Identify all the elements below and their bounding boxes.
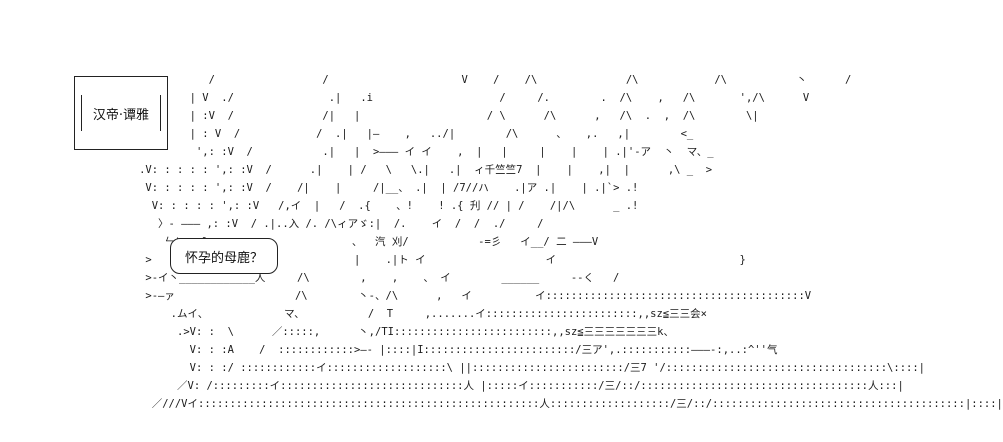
ascii-art-line: 〉- ——— ,: :V / .|..入 /. /\ィアゞ:| /. イ / /…	[0, 218, 544, 230]
ascii-art-line: | V ./ .| .i / /. . /\ , /\ ',/\ V	[0, 92, 810, 104]
ascii-art-line: > | | .|ト イ イ }	[0, 254, 746, 266]
ascii-art-line: V: : : : : ',: :V / /| | /|__、 .| | /7//…	[0, 182, 639, 194]
ascii-art-line: .>V: : \ ／:::::, 丶,/TI::::::::::::::::::…	[0, 326, 674, 338]
ascii-art-line: V: : : : : ',: :V /,イ | / .{ 、! ! .{ 刋 /…	[0, 200, 639, 212]
ascii-art-line: >-—ァ /\ 丶-、/\ , イ イ:::::::::::::::::::::…	[0, 290, 812, 302]
ascii-art-line: | : V / / .| |— , ../| /\ 、 ,. ,| <_	[0, 128, 694, 140]
ascii-art-line: .ムイ、 マ、 / T ,.......イ:::::::::::::::::::…	[0, 308, 707, 320]
speech-bubble: 怀孕的母鹿？	[170, 238, 278, 274]
name-box-right-bar	[160, 95, 161, 131]
ascii-art-line: / / V / /\ /\ /\ 丶 /	[0, 74, 852, 86]
name-box: 汉帝·谭雅	[74, 76, 168, 150]
ascii-art-canvas: / / V / /\ /\ /\ 丶 / | V ./ .| .i / /. .	[0, 75, 1003, 409]
ascii-art-line: ／V: /:::::::::イ:::::::::::::::::::::::::…	[0, 380, 904, 392]
name-box-label: 汉帝·谭雅	[92, 107, 150, 123]
speech-bubble-text: 怀孕的母鹿？	[184, 250, 263, 266]
ascii-art-line: V: : :/ ::::::::::::イ:::::::::::::::::::…	[0, 362, 925, 374]
name-box-left-bar	[81, 95, 82, 131]
ascii-art-line: ',: :V / .| | >——— イ イ , | | | | | .|'‐ア…	[0, 146, 714, 158]
ascii-art-line: >-イ丶____________人 /\ , , 、 イ ______ --く …	[0, 272, 620, 284]
ascii-art-line: ㄣt f 、 汽 刈/ -=彡 イ__/ 二 ———V	[0, 236, 599, 248]
ascii-art-line: ／///Vイ::::::::::::::::::::::::::::::::::…	[0, 398, 1003, 410]
ascii-art-line: .V: : : : : ',: :V / .| | / \ \.| .| ィ千竺…	[0, 164, 713, 176]
ascii-art-line: | :V / /| | / \ /\ , /\ . , /\ \|	[0, 110, 759, 122]
ascii-art-line: V: : :A / ::::::::::::>—- |::::|I:::::::…	[0, 344, 778, 356]
